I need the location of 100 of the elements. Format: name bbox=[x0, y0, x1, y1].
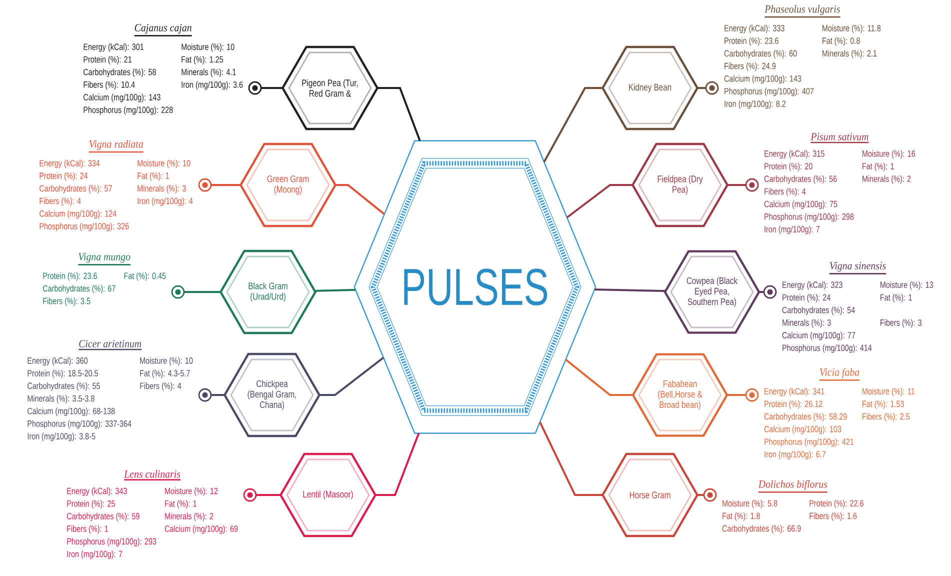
node-label: Minerals (%): 3.5-3.8 bbox=[28, 394, 94, 404]
node-label: Fat (%): 1.25 bbox=[182, 56, 224, 64]
node-label: Vigna mungo bbox=[78, 253, 130, 263]
node-label: Dolichos biflorus bbox=[758, 480, 828, 490]
node-label: Fat (%): 0.8 bbox=[822, 37, 860, 46]
node-label: Vicia faba bbox=[820, 368, 860, 378]
nutrient-list: Vigna sinensis Energy (kCal): 323 Moisture (%): 13 Protein (%): 24 Fat (%): 1 Carbohydrates (%): 54 Minerals (%): 3 Fibers (%): 3 Calcium (mg/100g): 77 Phosphorus (mg/100g): 414 bbox=[782, 262, 934, 353]
connector-line bbox=[256, 494, 281, 496]
node-label: Iron (mg/100g): 7 bbox=[764, 226, 820, 234]
node-label: Fat (%): 1 bbox=[862, 162, 894, 172]
nutrient-list: Vicia faba Energy (kCal): 341 Moisture (%): 11 Protein (%): 26.12 Fat (%): 1.53 Carbohydrates (%): 58.29 Fibers (%): 2.5 Calcium (mg/100g): 103 Phosphorus (mg/100g): 421 Iron (mg/100g): 6.7 bbox=[764, 368, 915, 460]
nutrient-list: Cajanus cajan Energy (kCal): 301 Moisture (%): 10 Protein (%): 21 Fat (%): 1.25 Carbohydrates (%): 58 Minerals (%): 4.1 Fibers (%): 10.4 Iron (mg/100g): 3.6 Calcium (mg/100g): 143 Phosphorus (mg/100g): 228 bbox=[84, 24, 243, 115]
node-label: Iron (mg/100g): 3.8-5 bbox=[28, 432, 96, 442]
node-label: Vigna radiata bbox=[89, 140, 143, 150]
node-label: Fat (%): 4.3-5.7 bbox=[140, 370, 190, 378]
nutrient-list: Vigna mungo Protein (%): 23.6 Fat (%): 0.45 Carbohydrates (%): 67 Fibers (%): 3.5 bbox=[42, 253, 166, 306]
node-label: Calcium (mg/100g): 75 bbox=[764, 200, 838, 209]
node-label: Protein (%): 22.6 bbox=[810, 500, 864, 508]
node-label: Cicer arietinum bbox=[79, 340, 142, 348]
target-circle bbox=[705, 81, 719, 95]
node-label: Iron (mg/100g): 6.7 bbox=[764, 450, 826, 460]
node-label: Energy (kCal): 333 bbox=[724, 24, 784, 34]
node-label: Moisture (%): 11.8 bbox=[822, 24, 881, 34]
target-circle bbox=[198, 388, 212, 402]
node-label: Moisture (%): 13 bbox=[880, 281, 934, 290]
node-label: Phaseolus vulgaris bbox=[764, 5, 840, 15]
node-label: Energy (kCal): 360 bbox=[28, 357, 88, 366]
node-label: Carbohydrates (%): 58.29 bbox=[764, 413, 847, 422]
node-label: Calcium (mg/100g): 103 bbox=[764, 426, 842, 434]
node-label: Fibers (%): 4 bbox=[140, 382, 182, 391]
hexagon-node: Cowpea (Black Eyed Pea, Southern Pea) bbox=[664, 250, 760, 334]
node-label: Protein (%): 23.6 bbox=[724, 37, 778, 46]
node-label: Fat (%): 1.53 bbox=[862, 400, 904, 409]
connector-line bbox=[211, 184, 241, 186]
node-label: Moisture (%): 11 bbox=[862, 388, 915, 396]
node-label: Protein (%): 26.12 bbox=[764, 400, 822, 409]
nutrient-list: Pisum sativum Energy (kCal): 315 Moisture (%): 16 Protein (%): 20 Fat (%): 1 Carbohydrates (%): 56 Minerals (%): 2 Fibers (%): 4 Calcium (mg/100g): 75 Phosphorus (mg/100g): 298 Iron (mg/100g): 7 bbox=[764, 133, 916, 234]
node-label: Phosphorus (mg/100g): 326 bbox=[40, 222, 129, 232]
node-label: Minerals (%): 4.1 bbox=[182, 68, 236, 77]
node-label: Moisture (%): 10 bbox=[138, 160, 190, 168]
nutrient-list: Phaseolus vulgaris Energy (kCal): 333 Moisture (%): 11.8 Protein (%): 23.6 Fat (%): 0.8 Carbohydrates (%): 60 Minerals (%): 2.1 Fibers (%): 24.9 Calcium (mg/100g): 143 Phosphorus (mg/100g): 407 Iron (mg/100g): 8.2 bbox=[724, 5, 881, 109]
nutrient-list: Vigna radiata Energy (kCal): 334 Moisture (%): 10 Protein (%): 24 Fat (%): 1 Carbohydrates (%): 57 Minerals (%): 3 Fibers (%): 4 Iron (mg/100g): 4 Calcium (mg/100g): 124 Phosphorus (mg/100g): 326 bbox=[40, 140, 193, 232]
node-label: Carbohydrates (%): 66.9 bbox=[722, 525, 801, 534]
node-label: Calcium (mg/100g): 68-138 bbox=[28, 408, 115, 416]
target-circle bbox=[171, 285, 185, 299]
node-label: Energy (kCal): 334 bbox=[40, 160, 100, 168]
connector-line bbox=[727, 184, 746, 186]
node-label: Fibers (%): 4 bbox=[40, 198, 81, 206]
connector-line bbox=[697, 494, 704, 496]
connector-line bbox=[566, 184, 633, 218]
connector-line bbox=[261, 87, 283, 89]
target-circle bbox=[198, 178, 212, 192]
node-label: Calcium (mg/100g): 124 bbox=[40, 210, 116, 219]
hexagon-node: Fababean (Bell,Horse & Broad bean) bbox=[632, 353, 728, 437]
connector-line bbox=[565, 358, 633, 396]
node-label: Calcium (mg/100g): 143 bbox=[84, 94, 160, 102]
nutrient-list: Lens culinaris Energy (kCal): 343 Moisture (%): 12 Protein (%): 25 Fat (%): 1 Carbohydrates (%): 59 Minerals (%): 2 Fibers (%): 1 Calcium (mg/100g): 69 Phosphorus (mg/100g): 293 Iron (mg/100g): 7 bbox=[66, 470, 238, 559]
connector-line bbox=[375, 432, 420, 496]
connector-line bbox=[184, 291, 221, 293]
node-label: Phosphorus (mg/100g): 407 bbox=[724, 88, 814, 96]
node-label: Fibers (%): 10.4 bbox=[84, 81, 135, 90]
connector-line bbox=[543, 87, 603, 162]
node-label: Fat (%): 1 bbox=[138, 172, 170, 181]
node-label: Fibers (%): 3 bbox=[880, 319, 922, 328]
node-label: Carbohydrates (%): 54 bbox=[782, 306, 855, 315]
node-label: Minerals (%): 2 bbox=[165, 512, 214, 522]
connector-line bbox=[211, 394, 225, 396]
connector-line bbox=[314, 288, 356, 292]
target-circle bbox=[248, 81, 262, 95]
node-label: Protein (%): 25 bbox=[67, 500, 115, 509]
nutrient-list: Dolichos biflorus Moisture (%): 5.8 Protein (%): 22.6 Fat (%): 1.8 Fibers (%): 1.6 Carbohydrates (%): 66.9 bbox=[722, 480, 864, 534]
node-label: Protein (%): 20 bbox=[764, 162, 812, 172]
target-circle bbox=[763, 285, 777, 299]
node-label: Fat (%): 1.8 bbox=[722, 512, 760, 521]
node-label: Carbohydrates (%): 56 bbox=[764, 175, 837, 184]
target-circle bbox=[703, 488, 717, 502]
node-label: Fibers (%): 2.5 bbox=[862, 413, 910, 422]
node-label: Moisture (%): 5.8 bbox=[722, 500, 778, 508]
node-label: Fat (%): 1 bbox=[165, 500, 196, 509]
node-label: Energy (kCal): 315 bbox=[764, 150, 824, 159]
node-label: Fibers (%): 4 bbox=[764, 188, 806, 196]
node-label: Energy (kCal): 323 bbox=[782, 281, 842, 290]
connector-line bbox=[539, 422, 603, 496]
node-label: Phosphorus (mg/100g): 293 bbox=[67, 538, 156, 546]
node-label: Energy (kCal): 341 bbox=[764, 388, 824, 396]
node-label: Iron (mg/100g): 4 bbox=[138, 198, 193, 206]
node-label: Carbohydrates (%): 55 bbox=[28, 382, 100, 391]
node-label: Carbohydrates (%): 60 bbox=[724, 50, 797, 58]
center-hexagon: PULSES bbox=[354, 140, 596, 434]
connector-line bbox=[727, 394, 746, 396]
node-label: Fibers (%): 24.9 bbox=[724, 62, 776, 71]
node-label: Carbohydrates (%): 59 bbox=[66, 512, 140, 522]
node-label: Iron (mg/100g): 8.2 bbox=[724, 100, 786, 109]
connector-line bbox=[697, 87, 706, 89]
node-label: Minerals (%): 2 bbox=[862, 175, 911, 184]
node-label: Fat (%): 1 bbox=[880, 294, 912, 302]
node-label: Protein (%): 24 bbox=[782, 294, 830, 302]
target-circle bbox=[745, 178, 759, 192]
node-label: Phosphorus (mg/100g): 228 bbox=[84, 106, 173, 115]
node-label: Vigna sinensis bbox=[830, 262, 886, 272]
